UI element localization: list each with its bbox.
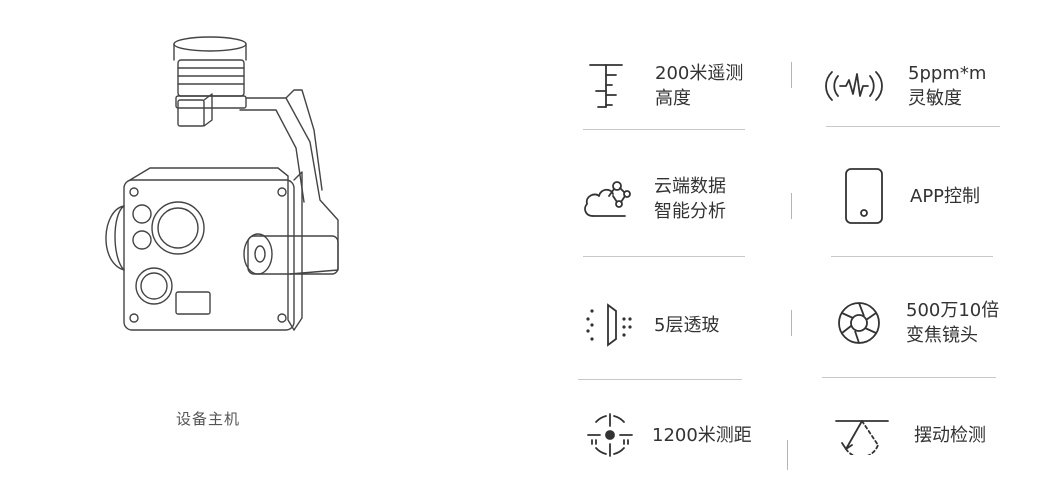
feature-altitude: 200米遥测 高度 xyxy=(585,60,743,112)
feature-label: 1200米测距 xyxy=(652,424,752,446)
row-divider xyxy=(578,379,742,380)
feature-label: 5层透玻 xyxy=(654,314,720,336)
feature-sensitivity: 5ppm*m 灵敏度 xyxy=(822,60,986,112)
gimbal-camera-illustration xyxy=(105,36,339,331)
camera-aperture-icon xyxy=(838,302,880,344)
feature-swing-detection: 摆动检测 xyxy=(832,413,986,457)
column-divider xyxy=(791,62,792,88)
feature-label: 500万10倍 变焦镜头 xyxy=(906,300,1000,346)
column-divider xyxy=(791,193,792,219)
feature-app-control: APP控制 xyxy=(844,167,980,225)
row-divider xyxy=(583,256,745,257)
feature-label: 摆动检测 xyxy=(914,424,986,446)
feature-label: 5ppm*m 灵敏度 xyxy=(908,63,987,109)
row-divider xyxy=(826,126,1000,127)
row-divider xyxy=(831,256,993,257)
column-divider xyxy=(787,440,788,470)
feature-cloud-analysis: 云端数据 智能分析 xyxy=(580,173,726,225)
feature-zoom-lens: 500万10倍 变焦镜头 xyxy=(836,298,999,348)
glass-penetration-icon xyxy=(586,303,632,347)
column-divider xyxy=(791,310,792,336)
feature-label: 200米遥测 高度 xyxy=(655,63,744,109)
feature-label: APP控制 xyxy=(910,185,981,207)
altitude-ruler-icon xyxy=(589,64,623,108)
device-caption: 设备主机 xyxy=(176,410,241,428)
row-divider xyxy=(822,377,996,378)
row-divider xyxy=(583,129,745,130)
gas-waveform-icon xyxy=(825,71,883,101)
feature-ranging: 1200米测距 xyxy=(586,410,752,460)
mobile-phone-icon xyxy=(845,168,883,224)
cloud-network-icon xyxy=(584,181,631,217)
target-crosshair-icon xyxy=(587,413,633,457)
feature-glass-penetration: 5层透玻 xyxy=(582,301,719,349)
feature-label: 云端数据 智能分析 xyxy=(654,176,726,222)
swing-angle-icon xyxy=(835,420,889,455)
